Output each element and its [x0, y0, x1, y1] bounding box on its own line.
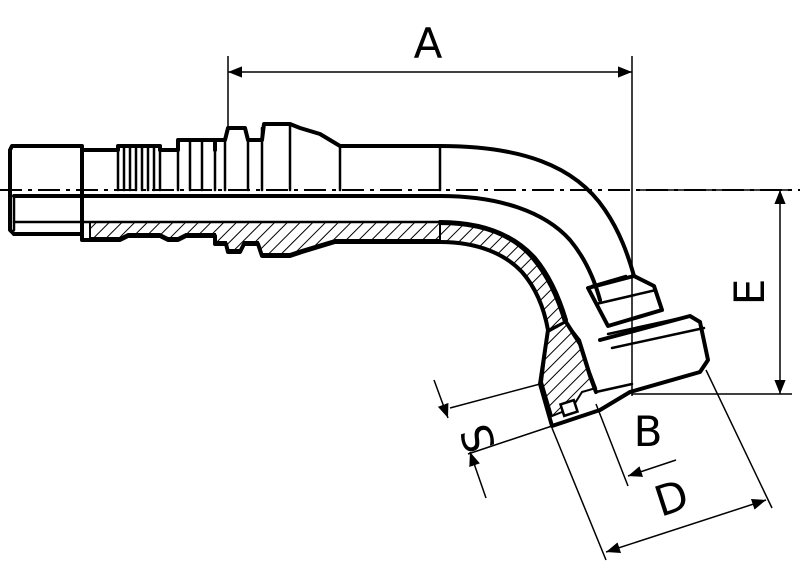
- o-ring-groove: [558, 398, 580, 418]
- dimension-b: B: [595, 403, 677, 487]
- section-hatch-bend: [439, 222, 566, 332]
- dimension-e-label: E: [725, 279, 774, 306]
- dimension-s: S: [433, 379, 553, 499]
- barb-grooves: [116, 140, 217, 192]
- dimension-e: E: [632, 189, 792, 395]
- fitting-stem: [8, 122, 442, 258]
- dimension-s-label: S: [451, 418, 506, 459]
- fitting-bend: [438, 144, 636, 332]
- section-hatch-stem: [89, 221, 441, 255]
- dimension-b-label: B: [634, 407, 663, 456]
- dimension-d-label: D: [649, 470, 695, 527]
- flange-head: [538, 274, 710, 428]
- dimension-a-label: A: [414, 19, 443, 68]
- dimension-a: A: [227, 19, 633, 396]
